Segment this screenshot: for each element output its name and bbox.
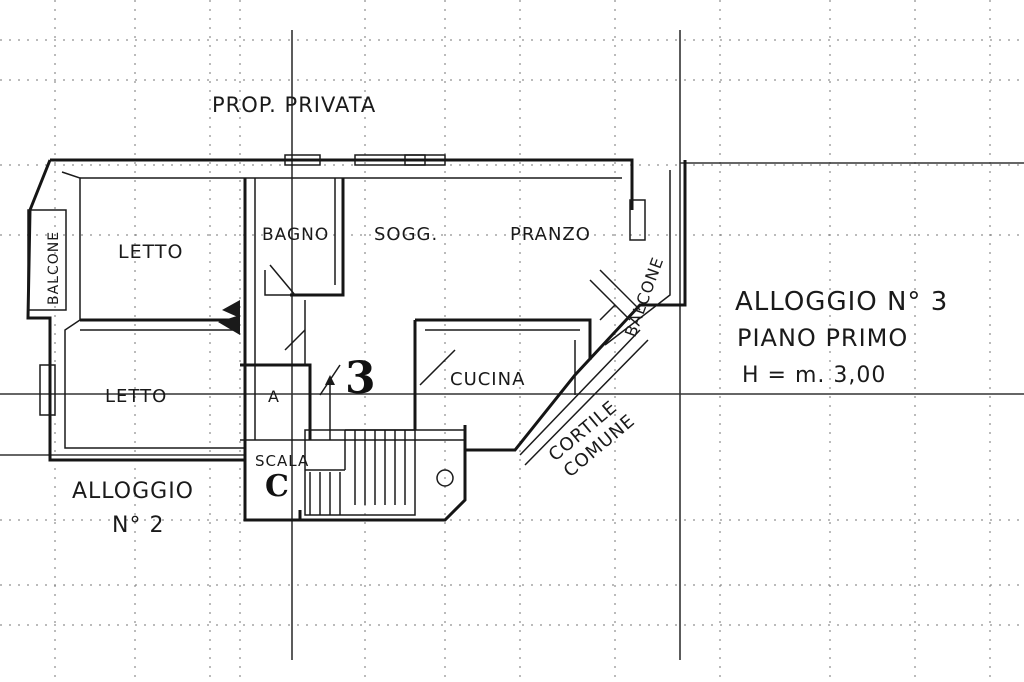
alloggio2-line2-label: N° 2 <box>112 513 164 538</box>
balcone-right-label: BALCONE <box>621 254 667 339</box>
stair-letter-label: C <box>265 469 289 504</box>
alloggio2-line1-label: ALLOGGIO <box>72 479 194 504</box>
staircase <box>304 375 454 516</box>
sogg-label: SOGG. <box>374 224 438 245</box>
openings <box>27 154 649 466</box>
bagno-label: BAGNO <box>262 225 329 245</box>
alloggio3-line2-label: PIANO PRIMO <box>737 324 908 352</box>
cucina-label: CUCINA <box>450 369 525 390</box>
alloggio3-line1-label: ALLOGGIO N° 3 <box>735 287 948 317</box>
marker-a-label: A <box>268 387 280 406</box>
outer-walls <box>26 158 687 522</box>
letto-top-label: LETTO <box>118 241 183 263</box>
alloggio3-line3-label: H = m. 3,00 <box>742 363 886 388</box>
pranzo-label: PRANZO <box>510 224 591 245</box>
letto-bottom-label: LETTO <box>105 386 167 407</box>
prop-privata-label: PROP. PRIVATA <box>212 93 376 117</box>
balcone-left-label: BALCONE <box>46 231 62 305</box>
scala-label: SCALA <box>255 452 309 470</box>
unit-number-label: 3 <box>345 353 376 404</box>
